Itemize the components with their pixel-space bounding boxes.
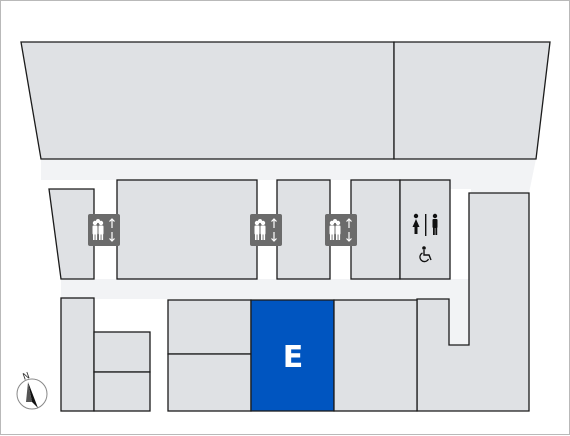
room-bottom-2a [93, 331, 151, 373]
wheelchair-accessible-icon [419, 246, 432, 263]
room-middle-1 [116, 179, 258, 280]
room-left-wing [48, 188, 95, 280]
room-bottom-1 [60, 297, 95, 412]
room-bottom-3b [167, 353, 252, 412]
lower-corridor [61, 279, 469, 299]
unit-e-label: E [283, 340, 304, 375]
elevator-icon [325, 214, 357, 246]
elevator-icon [88, 214, 120, 246]
room-bottom-5 [333, 299, 418, 412]
room-middle-3 [350, 179, 401, 280]
room-right-wing [416, 192, 530, 412]
main-corridor [41, 159, 536, 346]
room-top-left [20, 41, 395, 160]
unit-e-highlight[interactable] [250, 299, 335, 412]
room-middle-2 [276, 179, 331, 280]
compass-north-label: N [22, 371, 32, 383]
restroom-icon [412, 213, 438, 236]
room-bottom-3a [167, 299, 252, 355]
room-bottom-2b [93, 371, 151, 412]
room-top-right [393, 41, 551, 160]
elevator-icon [250, 214, 282, 246]
compass-icon: N [16, 371, 48, 410]
